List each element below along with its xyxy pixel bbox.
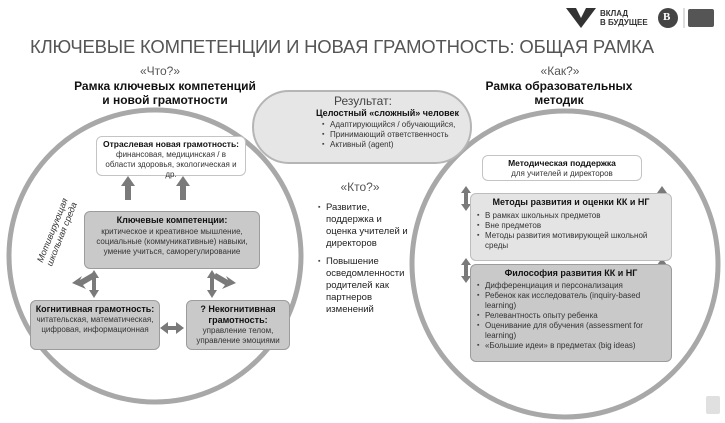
noncognitive-question-mark: ? bbox=[200, 304, 206, 314]
key-competencies-title: Ключевые компетенции: bbox=[116, 215, 228, 225]
page-title: КЛЮЧЕВЫЕ КОМПЕТЕНЦИИ И НОВАЯ ГРАМОТНОСТЬ… bbox=[30, 36, 654, 57]
arrow-up-icon bbox=[121, 176, 135, 200]
result-title: Результат: bbox=[334, 94, 392, 108]
double-arrow-icon bbox=[461, 186, 471, 211]
philosophy-list: Дифференциация и персонализация Ребенок … bbox=[477, 281, 665, 351]
university-emblem-icon bbox=[658, 8, 678, 28]
what-question-label: «Что?» bbox=[139, 64, 181, 78]
key-competencies-text: критическое и креативное мышление, социа… bbox=[96, 227, 248, 256]
double-arrow-icon bbox=[207, 270, 217, 298]
partner-logo-icon bbox=[688, 9, 714, 27]
corner-mark bbox=[706, 396, 720, 414]
noncognitive-literacy-text: управление телом, управление эмоциями bbox=[196, 326, 280, 345]
left-arrows bbox=[72, 176, 236, 334]
who-item: Повышение осведомленности родителей как … bbox=[318, 256, 410, 316]
double-arrow-icon bbox=[461, 258, 471, 283]
philosophy-item: Оценивание для обучения (assessment for … bbox=[477, 321, 665, 341]
noncognitive-literacy-box: ? Некогнитивная грамотность: управление … bbox=[186, 300, 290, 350]
double-arrow-icon bbox=[89, 270, 99, 298]
how-question-label: «Как?» bbox=[540, 64, 580, 78]
result-subtitle: Целостный «сложный» человек bbox=[316, 108, 460, 118]
left-framework-heading: Рамка ключевых компетенций и новой грамо… bbox=[74, 79, 256, 107]
philosophy-title: Философия развития КК и НГ bbox=[504, 268, 638, 278]
result-item: Активный (agent) bbox=[322, 140, 462, 150]
arrow-diagonal-icon bbox=[213, 273, 236, 289]
methods-box: Методы развития и оценки КК и НГ В рамка… bbox=[470, 193, 672, 261]
cognitive-literacy-text: читательская, математическая, цифровая, … bbox=[36, 315, 154, 334]
sector-literacy-text: финансовая, медицинская / в области здор… bbox=[105, 150, 237, 179]
philosophy-item: «Большие идеи» в предметах (big ideas) bbox=[477, 341, 665, 351]
methods-item: Методы развития мотивирующей школьной ср… bbox=[477, 231, 665, 251]
arrow-diagonal-icon bbox=[72, 273, 95, 289]
methodological-support-text: для учителей и директоров bbox=[511, 169, 613, 178]
brand-line-1: ВКЛАД bbox=[600, 9, 629, 18]
methods-list: В рамках школьных предметов Вне предмето… bbox=[477, 211, 665, 251]
brand-logo: ВКЛАД В БУДУЩЕЕ bbox=[600, 9, 648, 27]
right-framework-heading: Рамка образовательных методик bbox=[485, 79, 633, 107]
philosophy-item: Ребенок как исследователь (inquiry-based… bbox=[477, 291, 665, 311]
philosophy-item: Релевантность опыту ребенка bbox=[477, 311, 665, 321]
logo-icon bbox=[566, 8, 596, 28]
who-item: Развитие, поддержка и оценка учителей и … bbox=[318, 202, 410, 250]
emblem-letter: В bbox=[663, 11, 671, 23]
result-list: Адаптирующийся / обучающийся, Принимающи… bbox=[322, 120, 462, 150]
methodological-support-box: Методическая поддержка для учителей и ди… bbox=[482, 155, 642, 181]
methods-item: Вне предметов bbox=[477, 221, 665, 231]
methods-item: В рамках школьных предметов bbox=[477, 211, 665, 221]
philosophy-box: Философия развития КК и НГ Дифференциаци… bbox=[470, 264, 672, 362]
sector-literacy-box: Отраслевая новая грамотность: финансовая… bbox=[96, 136, 246, 179]
key-competencies-box: Ключевые компетенции: критическое и креа… bbox=[84, 211, 260, 269]
methodological-support-title: Методическая поддержка bbox=[508, 158, 616, 168]
who-list: Развитие, поддержка и оценка учителей и … bbox=[318, 202, 410, 316]
arrow-up-icon bbox=[176, 176, 190, 200]
result-item: Принимающий ответственность bbox=[322, 130, 462, 140]
sector-literacy-title: Отраслевая новая грамотность: bbox=[102, 139, 240, 149]
brand-line-2: В БУДУЩЕЕ bbox=[600, 18, 648, 27]
cognitive-literacy-box: Когнитивная грамотность: читательская, м… bbox=[30, 300, 160, 350]
methods-title: Методы развития и оценки КК и НГ bbox=[492, 197, 650, 207]
who-question-label: «Кто?» bbox=[340, 180, 380, 194]
horizontal-double-arrow-icon bbox=[160, 322, 184, 334]
cognitive-literacy-title: Когнитивная грамотность: bbox=[35, 304, 155, 314]
result-item: Адаптирующийся / обучающийся, bbox=[322, 120, 462, 130]
philosophy-item: Дифференциация и персонализация bbox=[477, 281, 665, 291]
noncognitive-literacy-title: Некогнитивная грамотность: bbox=[208, 304, 276, 325]
